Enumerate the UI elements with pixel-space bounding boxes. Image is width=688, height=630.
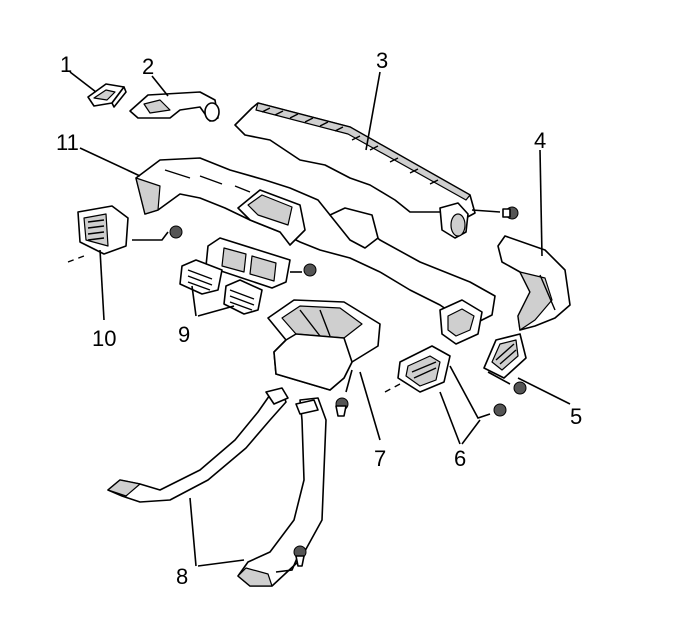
callout-10: 10 — [92, 326, 116, 351]
callout-4: 4 — [534, 128, 546, 153]
part-3-upper-defroster-duct — [234, 102, 476, 239]
part-4-right-side-duct — [497, 235, 571, 331]
callout-leaders — [69, 71, 571, 567]
part-10-left-outlet-vent — [67, 205, 183, 263]
callout-9: 9 — [178, 322, 190, 347]
part-8-floor-ducts — [107, 387, 327, 587]
callout-3: 3 — [376, 48, 388, 73]
part-1-outlet-clip — [87, 83, 127, 108]
part-6-right-center-vent — [384, 345, 507, 419]
center-outlet-housing — [205, 237, 317, 289]
callout-2: 2 — [142, 54, 154, 79]
callout-11: 11 — [56, 130, 79, 155]
callout-8: 8 — [176, 564, 188, 589]
callout-5: 5 — [570, 404, 582, 429]
callout-1: 1 — [60, 52, 72, 77]
part-2-small-duct — [129, 91, 220, 122]
callout-6: 6 — [454, 446, 466, 471]
callout-7: 7 — [374, 446, 386, 471]
part-11-main-duct — [135, 157, 496, 345]
part-5-right-outlet-vent — [483, 333, 527, 395]
callout-labels: 1 2 3 4 5 6 7 8 9 10 11 — [56, 48, 582, 589]
part-7-floor-distribution-duct — [267, 299, 381, 417]
part-3-screw — [471, 206, 519, 220]
